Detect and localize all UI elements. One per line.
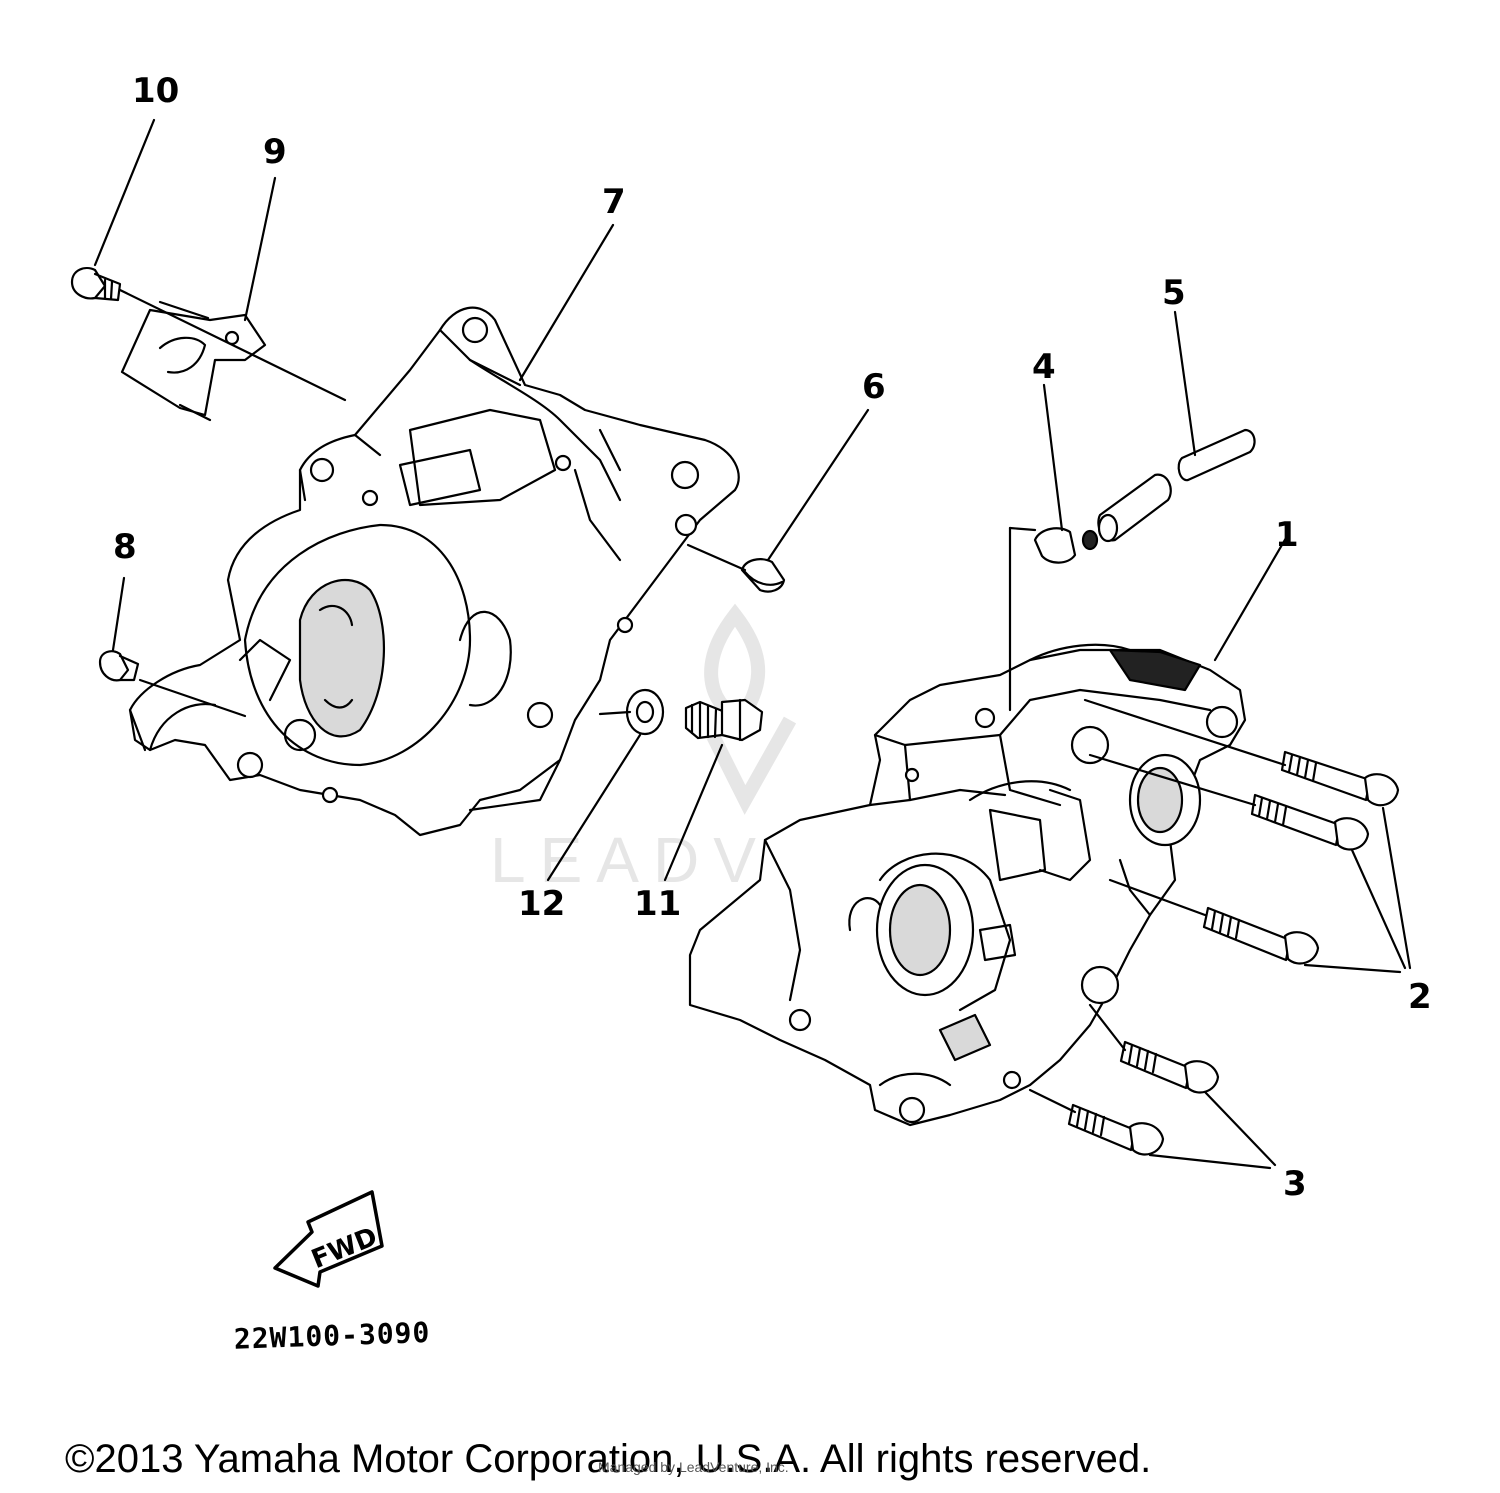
part-12-washer (625, 688, 665, 736)
part-9-bracket (120, 300, 267, 422)
callout-9: 9 (263, 132, 287, 172)
part-3-bolt-a (1119, 1040, 1220, 1094)
part-10-screw (70, 266, 122, 302)
callout-7: 7 (602, 182, 626, 222)
part-4-sleeve (1097, 473, 1172, 543)
callout-4: 4 (1032, 347, 1056, 387)
leader-lines (93, 118, 1412, 1170)
callout-1: 1 (1275, 515, 1299, 555)
crankcase-right-half (688, 643, 1247, 1127)
part-2-bolt-a (1280, 750, 1400, 807)
copyright-notice: ©2013 Yamaha Motor Corporation, U.S.A. A… (65, 1437, 1151, 1481)
part-2-bolts (1202, 750, 1400, 965)
callout-8: 8 (113, 527, 137, 567)
callout-3: 3 (1283, 1164, 1307, 1204)
part-3-bolts (1067, 1040, 1220, 1156)
part-3-bolt-b (1067, 1103, 1165, 1156)
part-2-bolt-b (1250, 793, 1370, 851)
part-4-dowel (1033, 527, 1099, 564)
callout-12: 12 (518, 884, 565, 924)
part-2-bolt-c (1202, 906, 1320, 965)
crankcase-left-half (128, 306, 740, 837)
callout-11: 11 (634, 884, 681, 924)
part-6-cap (740, 558, 786, 593)
forward-arrow-icon: FWD (273, 1190, 384, 1288)
part-8-plug (98, 650, 140, 682)
part-5-pin (1177, 428, 1256, 482)
callout-5: 5 (1162, 273, 1186, 313)
diagram-part-number: 22W100-3090 (233, 1316, 430, 1356)
callout-6: 6 (862, 367, 886, 407)
part-11-bolt (684, 698, 764, 742)
attribution-text: Managed by LeadVenture, Inc. (598, 1459, 789, 1475)
callout-10: 10 (132, 71, 179, 111)
callout-2: 2 (1408, 977, 1432, 1017)
callout-labels: 10 9 7 5 4 6 1 8 12 11 2 3 (113, 71, 1432, 1204)
